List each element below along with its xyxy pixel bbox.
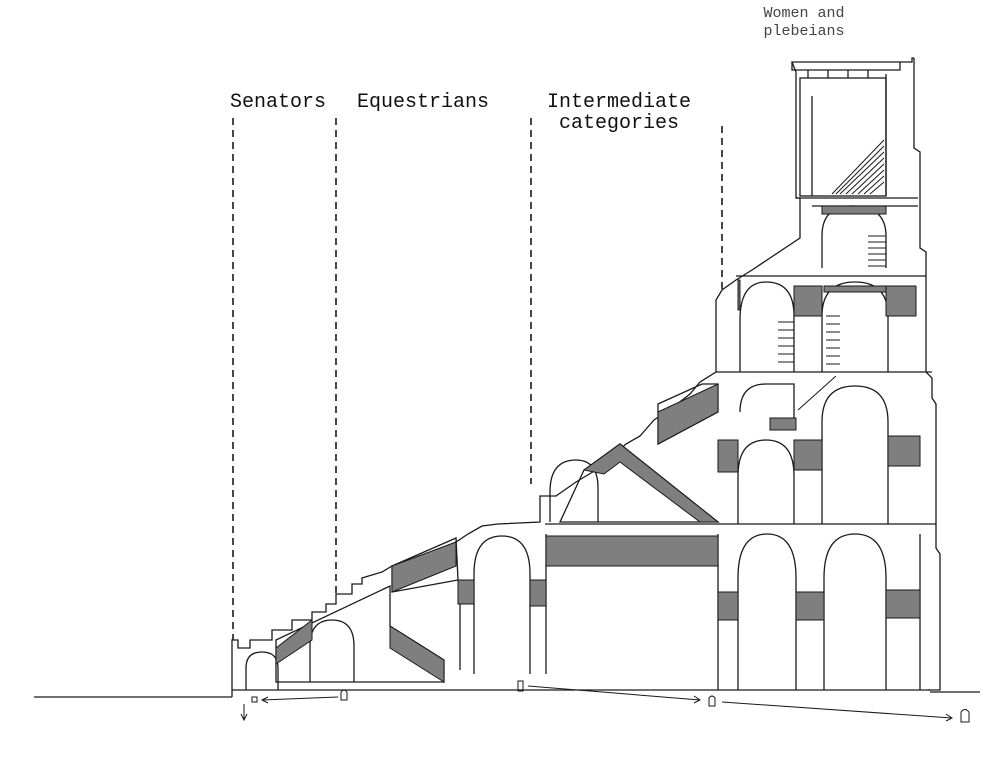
doorway-icon [960,709,970,723]
cavea-arch-low [309,619,355,682]
level2-arch-1 [737,439,795,524]
label-women-plebeians: Women and plebeians [763,5,845,40]
level3-arch-2 [821,281,889,372]
level3-arch-1 [739,281,795,372]
floor-lines [232,197,936,691]
doorway-icon [708,695,716,707]
top-gallery [799,77,887,197]
ground-arch-1 [737,533,797,690]
level2-arch-2 [821,385,889,524]
outer-wall [913,58,941,691]
ground-arch-2 [823,533,887,690]
shaded-vaults [275,205,921,683]
doorway-icon [517,680,524,692]
circulation [240,680,970,723]
cavea-arch-mid [549,459,599,522]
doorway-icon [340,689,348,701]
doorway-icon [251,696,258,703]
label-equestrians: Equestrians [357,91,490,114]
label-senators: Senators [230,91,327,114]
entrance-arrow-icon [240,704,248,722]
entrance-arrow-icon [721,701,953,722]
cavea-arch-entry [245,651,279,690]
entrance-arrow-icon [527,685,701,704]
entrance-arrow-icon [260,696,339,704]
level2-arch-small [739,383,795,418]
cavea-outline [231,57,914,697]
zone-dividers [232,118,723,640]
stairs [778,139,886,411]
ground-arch-left [473,535,531,674]
label-intermediate-categories: Intermediate categories [546,91,692,135]
attic-arch [821,205,887,268]
